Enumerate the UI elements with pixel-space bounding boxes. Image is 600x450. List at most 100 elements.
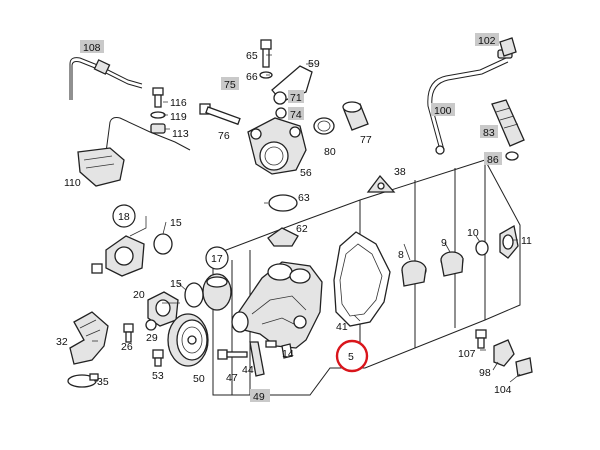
label-box-102 (475, 33, 499, 46)
label-102[interactable]: 102 (478, 35, 496, 47)
bolt-26 (123, 323, 134, 343)
label-18[interactable]: 18 (118, 211, 130, 223)
label-41[interactable]: 41 (336, 321, 348, 333)
o-ring-15a (153, 233, 173, 255)
label-44[interactable]: 44 (242, 364, 254, 376)
clamp-80 (313, 117, 335, 135)
label-box-74 (288, 107, 304, 120)
label-box-100 (431, 103, 455, 116)
housing-20 (147, 291, 179, 327)
label-107[interactable]: 107 (458, 348, 476, 360)
assembly-outline (212, 159, 521, 396)
label-26[interactable]: 26 (121, 341, 133, 353)
label-53[interactable]: 53 (152, 370, 164, 382)
circle-17 (205, 246, 229, 270)
label-116[interactable]: 116 (170, 97, 187, 109)
nut-71 (273, 91, 287, 105)
label-77[interactable]: 77 (360, 134, 372, 146)
cover-18 (91, 235, 145, 277)
o-ring-15b (184, 282, 204, 308)
washer-119 (150, 111, 166, 119)
label-75[interactable]: 75 (224, 79, 236, 91)
label-38[interactable]: 38 (394, 166, 406, 178)
circle-18 (112, 204, 136, 228)
hose-108 (69, 57, 143, 100)
gasket-41 (333, 231, 391, 327)
label-100[interactable]: 100 (434, 105, 452, 117)
bolt-76 (199, 103, 241, 126)
label-box-71 (288, 90, 304, 103)
clip-14 (281, 343, 293, 359)
stud-49 (265, 340, 277, 348)
bolt-107 (475, 329, 487, 349)
highlight-ring-5[interactable] (335, 339, 369, 373)
label-box-83 (480, 125, 498, 138)
pulley-50 (167, 313, 209, 367)
label-76[interactable]: 76 (218, 130, 230, 142)
bolt-65 (260, 39, 272, 68)
label-50[interactable]: 50 (193, 373, 205, 385)
label-80[interactable]: 80 (324, 146, 336, 158)
label-98[interactable]: 98 (479, 367, 491, 379)
label-47[interactable]: 47 (226, 372, 238, 384)
label-113[interactable]: 113 (172, 128, 189, 140)
clip-113 (150, 123, 166, 134)
label-66[interactable]: 66 (246, 71, 258, 83)
label-20[interactable]: 20 (133, 289, 145, 301)
label-62[interactable]: 62 (296, 223, 308, 235)
bolt-53 (152, 349, 164, 367)
label-86[interactable]: 86 (487, 154, 499, 166)
seal-86 (505, 151, 519, 161)
label-box-108 (80, 40, 104, 53)
pipe-110 (77, 117, 191, 187)
leader-lines (92, 54, 521, 383)
label-74[interactable]: 74 (290, 109, 302, 121)
seal-ring-63 (268, 194, 298, 212)
label-17[interactable]: 17 (211, 253, 223, 265)
label-box-49 (250, 389, 270, 402)
label-65[interactable]: 65 (246, 50, 258, 62)
label-63[interactable]: 63 (298, 192, 310, 204)
cover-38-bolt (377, 182, 385, 190)
label-35[interactable]: 35 (97, 376, 109, 388)
label-15a[interactable]: 15 (170, 217, 182, 229)
label-108[interactable]: 108 (83, 42, 101, 54)
label-104[interactable]: 104 (494, 384, 512, 396)
label-10[interactable]: 10 (467, 227, 479, 239)
label-32[interactable]: 32 (56, 336, 68, 348)
label-14[interactable]: 14 (282, 348, 294, 360)
label-59[interactable]: 59 (308, 58, 320, 70)
sleeve-9 (440, 251, 464, 277)
label-49[interactable]: 49 (253, 391, 265, 403)
plug-74 (275, 107, 287, 119)
label-box-86 (484, 152, 502, 165)
seal-29 (145, 319, 157, 331)
label-11[interactable]: 11 (521, 235, 532, 247)
label-119[interactable]: 119 (170, 111, 187, 123)
label-5[interactable]: 5 (348, 351, 354, 363)
label-83[interactable]: 83 (483, 127, 495, 139)
sleeve-77 (342, 101, 369, 131)
label-71[interactable]: 71 (290, 92, 302, 104)
label-15b[interactable]: 15 (170, 278, 182, 290)
label-box-75 (221, 77, 239, 90)
ring-10 (475, 240, 489, 256)
label-110[interactable]: 110 (64, 177, 81, 189)
housing-56 (247, 117, 307, 175)
label-56[interactable]: 56 (300, 167, 312, 179)
sleeve-8 (401, 260, 427, 287)
label-8[interactable]: 8 (398, 249, 404, 261)
water-pump-body (231, 261, 323, 349)
bolt-47 (217, 349, 248, 360)
flange-11 (499, 224, 519, 259)
flange-98 (493, 339, 515, 367)
elbow-hose-32 (69, 311, 109, 365)
gasket-62 (267, 227, 299, 247)
connector-83 (491, 99, 525, 147)
plate-104 (515, 357, 533, 377)
label-29[interactable]: 29 (146, 332, 158, 344)
fitting-102 (499, 37, 517, 57)
label-9[interactable]: 9 (441, 237, 447, 249)
